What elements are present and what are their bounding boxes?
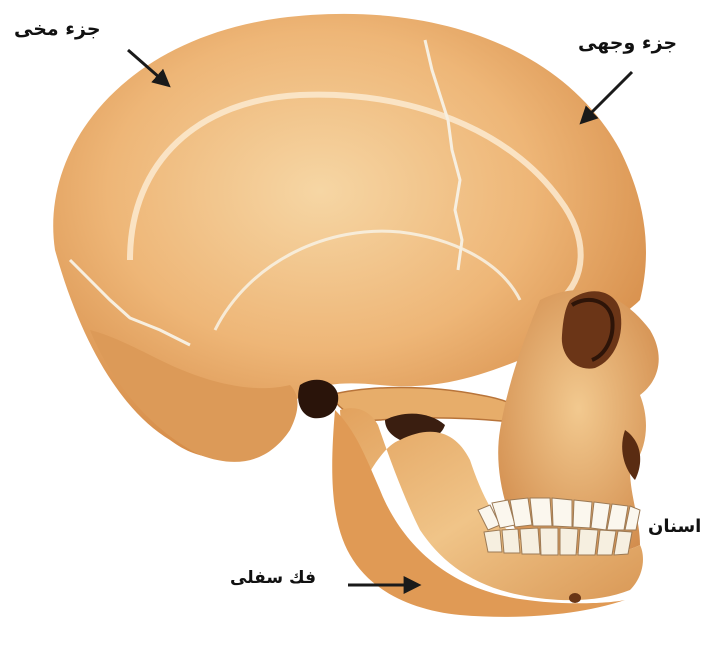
lower-teeth — [484, 528, 632, 555]
external-acoustic-meatus — [298, 380, 338, 418]
mental-foramen — [569, 593, 581, 603]
facial-part-label: جزء وجهی — [578, 34, 677, 53]
teeth-label: اسنان — [648, 518, 701, 536]
mandible-label: فك سفلی — [230, 570, 316, 587]
facial-part-arrow — [582, 72, 632, 122]
cranial-part-label: جزء مخی — [14, 20, 101, 39]
